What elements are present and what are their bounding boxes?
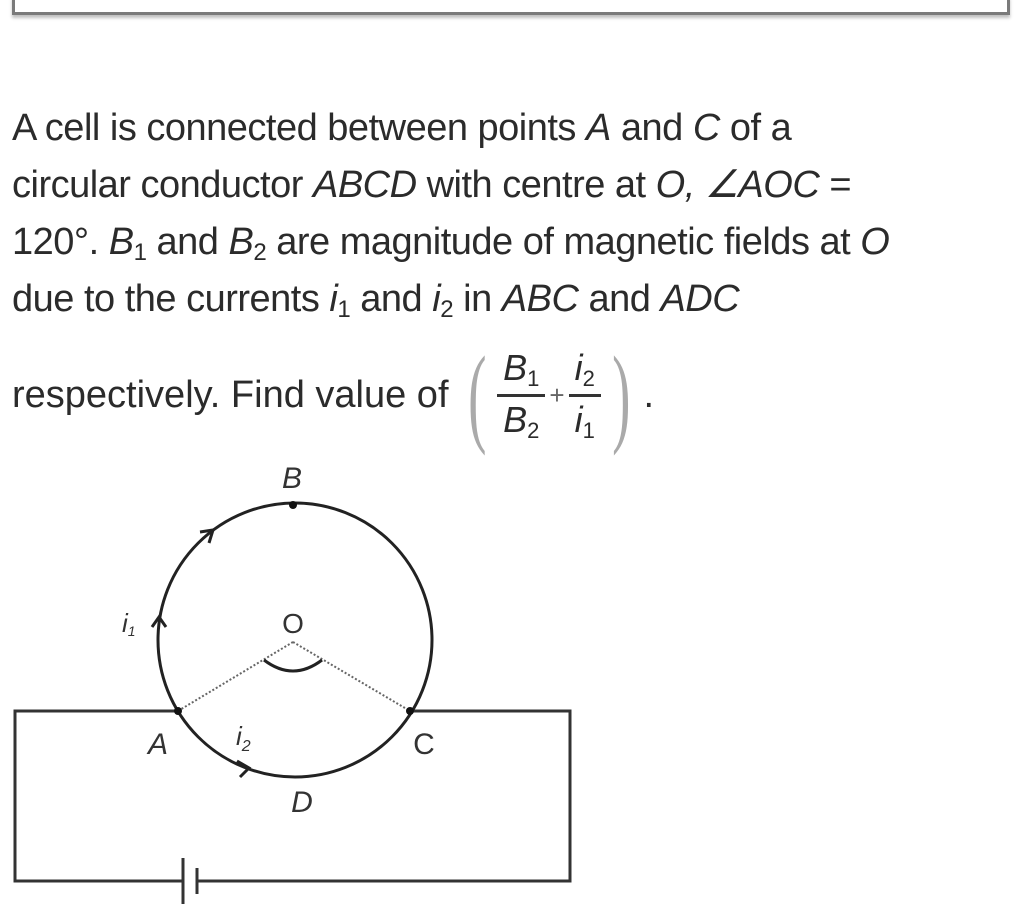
denominator: i1 — [569, 397, 601, 444]
var-A: A — [586, 107, 611, 149]
point-C-dot — [406, 707, 414, 715]
text: = — [819, 164, 852, 206]
cell-icon — [181, 858, 199, 904]
question-final-line: respectively. Find value of ( B1 B2 + i2… — [12, 340, 654, 450]
var-ABCD: ABCD — [312, 164, 417, 206]
arrow-i2-bottom-icon — [236, 759, 252, 779]
label-A: A — [146, 728, 168, 761]
text: and — [350, 278, 433, 320]
expression: ( B1 B2 + i2 i1 ) . — [459, 334, 655, 456]
var-O: O — [860, 221, 890, 263]
subscript: 2 — [527, 417, 540, 443]
label-B: B — [282, 462, 302, 495]
text: and — [610, 107, 693, 149]
left-paren: ( — [467, 334, 486, 456]
subscript: 1 — [128, 623, 136, 639]
arrow-i1-left-icon — [150, 614, 168, 628]
var: i — [574, 398, 583, 440]
fraction-B1-over-B2: B1 B2 — [497, 346, 546, 444]
question-text: A cell is connected between points A and… — [12, 100, 1017, 328]
var: B — [503, 346, 528, 388]
var-B2: B — [228, 221, 254, 263]
angle-arc — [263, 658, 323, 673]
var: i — [574, 346, 583, 388]
question-line-2: circular conductor ABCD with centre at O… — [12, 157, 1017, 214]
subscript: 1 — [527, 365, 540, 391]
var-B1: B — [108, 221, 134, 263]
numerator: B1 — [497, 346, 546, 397]
subscript: 2 — [582, 365, 595, 391]
text: due to the currents — [12, 278, 330, 320]
radii-OA-OC — [177, 641, 411, 712]
point-A-dot — [174, 707, 182, 715]
var-ABC: ABC — [501, 278, 579, 320]
var: i — [236, 721, 243, 751]
denominator: B2 — [497, 397, 545, 444]
text: and — [578, 278, 661, 320]
final-line-text: respectively. Find value of — [12, 373, 449, 416]
var-i2: i — [432, 278, 441, 320]
subscript: 2 — [253, 239, 267, 266]
text: with centre at — [416, 164, 656, 206]
label-i2: i2 — [236, 721, 251, 755]
subscript: 1 — [337, 296, 351, 323]
var-angle-AOC: O, ∠AOC — [655, 164, 820, 206]
question-line-4: due to the currents i1 and i2 in ABC and… — [12, 271, 1017, 328]
text: 120°. — [12, 221, 109, 263]
text: A cell is connected between points — [12, 107, 586, 149]
var-ADC: ADC — [660, 278, 740, 320]
var-i1: i — [329, 278, 338, 320]
subscript: 2 — [241, 738, 251, 755]
subscript: 1 — [133, 239, 147, 266]
question-line-3: 120°. B1 and B2 are magnitude of magneti… — [12, 214, 1017, 271]
subscript: 2 — [440, 296, 454, 323]
numerator: i2 — [568, 346, 601, 397]
label-D: D — [291, 786, 313, 819]
text: of a — [719, 107, 792, 149]
text: in — [453, 278, 502, 320]
operator: + — [549, 379, 565, 410]
right-paren: ) — [612, 334, 631, 456]
wires — [13, 709, 572, 883]
arrow-i1-top-icon — [199, 528, 216, 544]
label-i1: i1 — [122, 608, 136, 639]
question-line-1: A cell is connected between points A and… — [12, 100, 1017, 157]
var: B — [503, 398, 528, 440]
label-O: O — [282, 608, 304, 639]
period: . — [643, 373, 655, 416]
point-B-dot — [289, 501, 297, 509]
label-C: C — [413, 728, 435, 761]
circular-conductor — [156, 501, 434, 779]
var: i — [122, 608, 129, 638]
previous-question-box — [12, 0, 1010, 15]
var-C: C — [692, 107, 720, 149]
fraction-i2-over-i1: i2 i1 — [568, 346, 601, 444]
text: and — [146, 221, 229, 263]
text: circular conductor — [12, 164, 313, 206]
subscript: 1 — [582, 417, 595, 443]
text: are magnitude of magnetic fields at — [266, 221, 861, 263]
circuit-diagram: B O A C D i1 i2 — [13, 462, 572, 904]
